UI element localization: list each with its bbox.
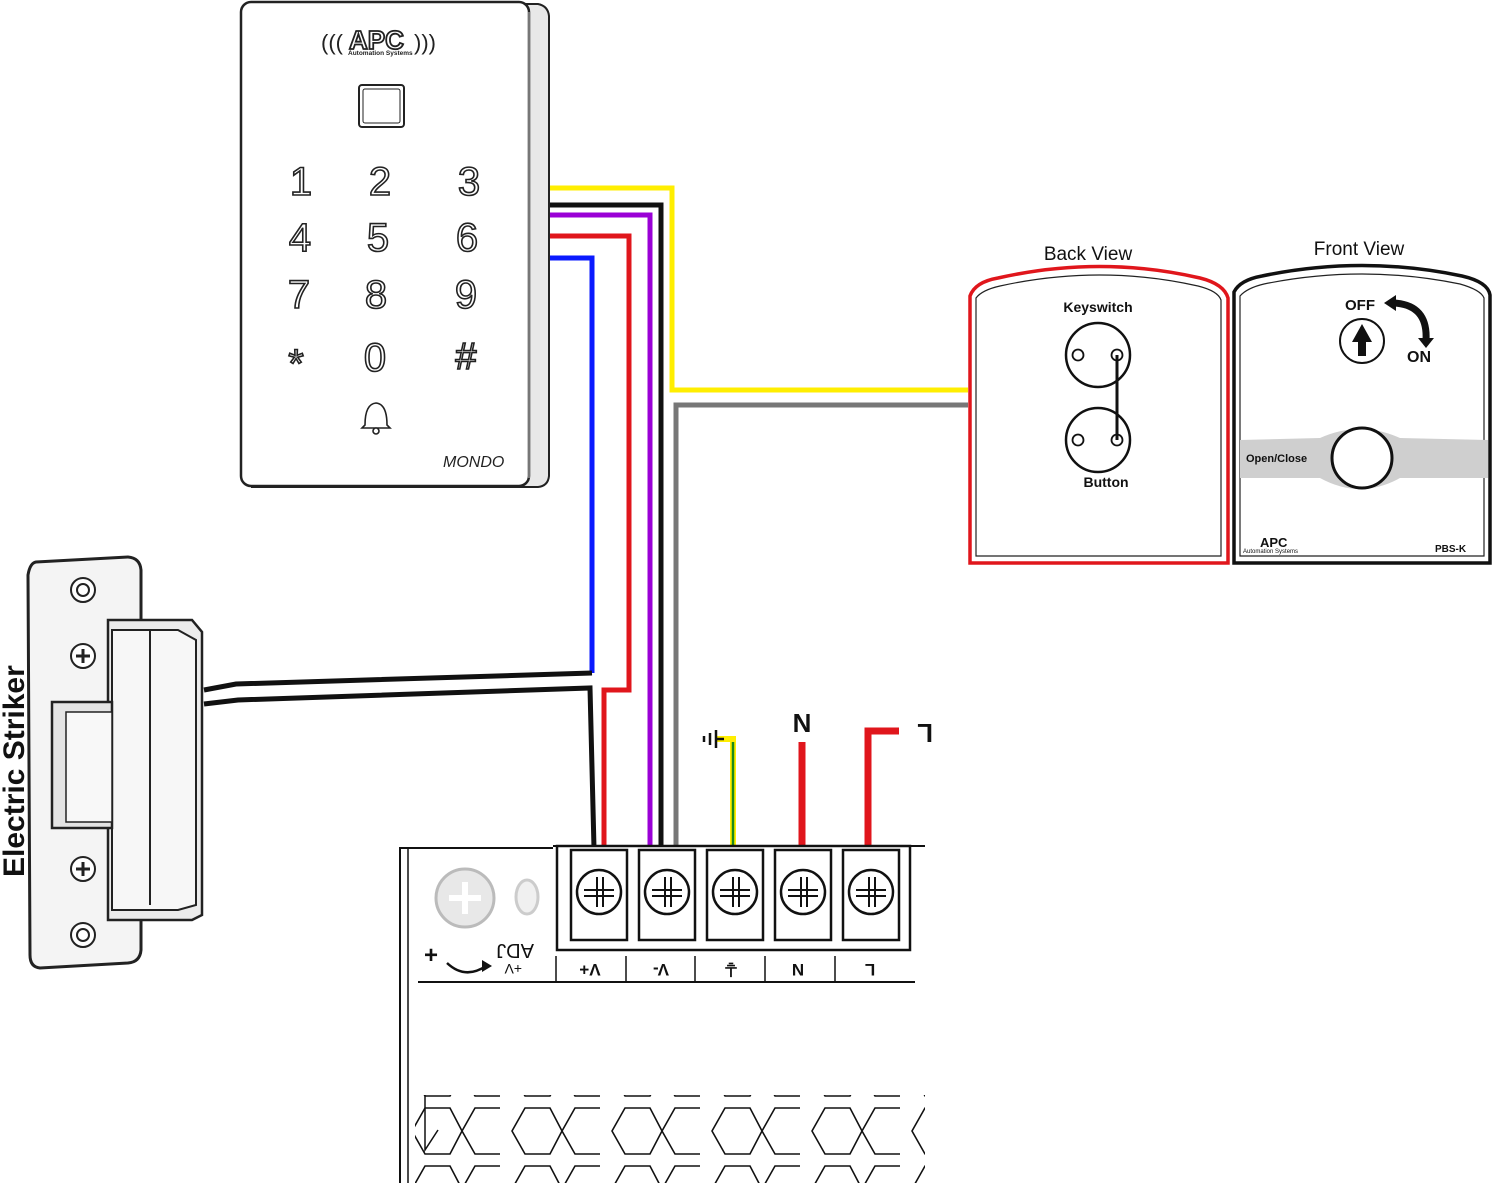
electric-striker: Electric Striker [0,555,204,970]
key-6: 6 [456,216,478,260]
wire-red-keypad [550,233,632,848]
wire-purple [550,212,653,848]
adjust-arrow-icon [446,962,487,974]
key-9: 9 [455,273,477,317]
key-2: 2 [369,160,391,204]
adj-label: ADJ [496,939,534,961]
screw-icons [575,868,895,916]
front-brand-sub: Automation Systems [1243,549,1298,555]
wire-blue [543,255,595,673]
open-close-label: Open/Close [1246,453,1307,465]
adj-plus: + [424,942,438,969]
supply-label-neutral: N [793,708,812,738]
keypad: ((( APC ))) Automation Systems 1 2 3 4 5… [239,0,550,488]
earth-icon [702,730,724,748]
screw-hole-icons [70,577,96,948]
wire-striker-black-2 [203,685,597,849]
key-4: 4 [289,216,311,260]
up-arrow-icon [1352,324,1372,356]
key-1: 1 [290,160,312,204]
keypad-brand-left-waves: ((( [321,30,344,55]
front-view-title: Front View [1314,239,1405,260]
wire-yellow [550,185,968,393]
off-label: OFF [1345,297,1375,314]
key-3: 3 [458,160,480,204]
back-view-title: Back View [1044,244,1133,265]
wire-striker-black-1 [203,670,593,693]
adj-sub: +V [504,961,522,977]
wire-earth-yellow [716,736,736,848]
key-5: 5 [367,216,389,260]
rotate-arrow-icon [1393,299,1430,341]
terminal-label-v-plus: V+ [579,960,600,979]
switch-back-view: Back View Keyswitch Button [968,244,1230,565]
terminal-label-neutral: N [792,960,804,979]
keypad-brand: APC [349,25,404,55]
wires [203,185,968,849]
bell-icon [360,402,392,435]
button-label: Button [1083,474,1128,490]
keypad-brand-right-waves: ))) [414,30,436,55]
key-hash: # [455,336,476,378]
keypad-keys: 1 2 3 4 5 6 7 8 9 * 0 # [287,159,481,387]
on-label: ON [1407,349,1431,366]
power-supply: + ADJ +V V+ [399,844,925,1183]
supply-label-live: L [917,718,933,748]
keypad-brand-sub: Automation Systems [348,50,413,57]
mains-labels: N L [702,708,933,748]
key-7: 7 [288,273,310,317]
front-brand: APC [1260,535,1288,550]
wire-grey [673,402,968,848]
keyswitch-terminal-block [1064,321,1132,389]
key-0: 0 [364,336,386,380]
keyswitch-label: Keyswitch [1063,299,1132,315]
terminal-label-v-minus: V- [653,960,669,979]
switch-front-view: Front View OFF ON Open/Close APC Automat… [1232,239,1492,565]
front-model: PBS-K [1435,544,1467,555]
card-reader-area [358,84,405,128]
open-close-button [1330,426,1394,490]
wire-live [864,727,899,848]
keypad-model: MONDO [443,454,504,471]
button-terminal-block [1064,406,1132,474]
power-led [514,878,540,916]
terminal-label-live: L [865,960,875,979]
terminal-label-earth: ⏚ [723,959,740,978]
key-star: * [288,342,304,386]
striker-label: Electric Striker [0,665,31,877]
key-8: 8 [365,273,387,317]
wire-black-keypad [550,202,664,848]
